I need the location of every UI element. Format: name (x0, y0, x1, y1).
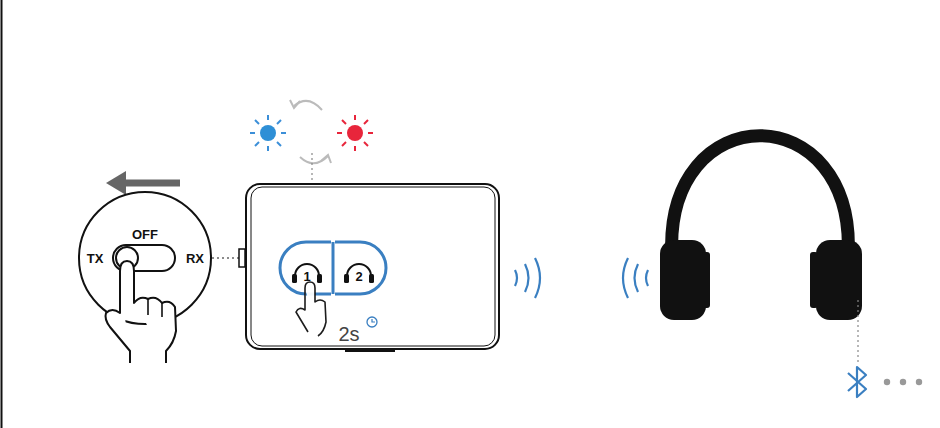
headphone-button: 2 (333, 240, 388, 296)
headphones (660, 136, 862, 320)
led-red (337, 115, 373, 151)
node-label: 2 (355, 270, 362, 283)
node-label: 1 (303, 270, 310, 283)
dotted-connector (212, 258, 239, 259)
switch-callout: TX OFF RX (78, 191, 212, 325)
headphone-button: 1 (278, 240, 333, 296)
toggle-arrows (290, 100, 331, 163)
pairing-dots (884, 379, 922, 385)
transmitter-device: 2s 1 2 (245, 183, 500, 350)
node-label: OFF (132, 228, 158, 241)
headphone-button-outline (333, 240, 388, 296)
node-label: 2s (338, 324, 359, 344)
signal-waves-in (623, 258, 648, 298)
leader-line (857, 300, 858, 362)
led-blue (250, 115, 286, 151)
node-label: RX (186, 252, 204, 265)
frame-edge (1, 0, 3, 428)
headphone-button-outline (278, 240, 333, 296)
node-label: TX (87, 252, 104, 265)
bluetooth-symbol (848, 367, 866, 397)
signal-waves-out (515, 258, 540, 298)
